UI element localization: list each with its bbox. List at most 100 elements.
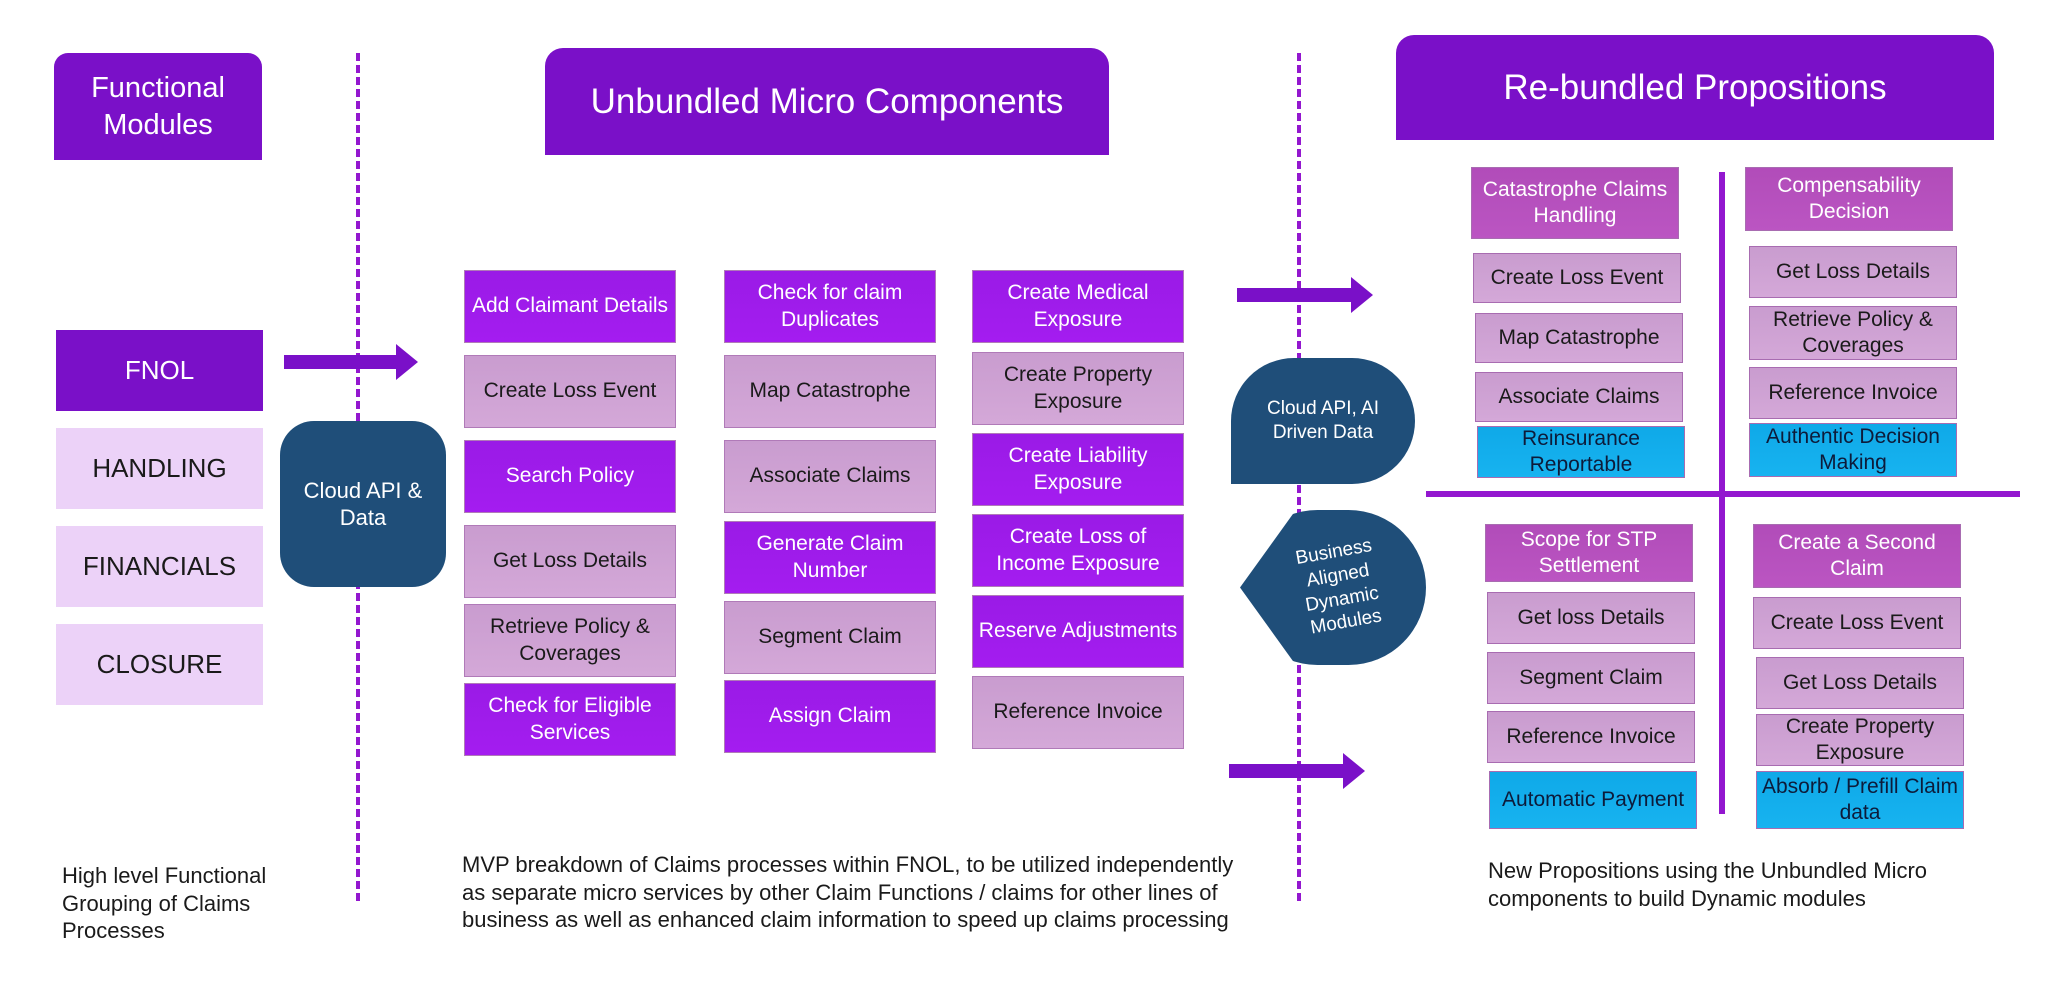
tile-label: Reference Invoice xyxy=(1768,380,1938,404)
tile-label: Authentic Decision Making xyxy=(1766,424,1940,474)
tile-label: Automatic Payment xyxy=(1501,787,1685,811)
module-financials[interactable]: FINANCIALS xyxy=(56,526,263,607)
prop-retrieve-policy-coverages[interactable]: Retrieve Policy & Coverages xyxy=(1749,306,1957,360)
tile-label: Reference Invoice xyxy=(993,700,1163,724)
prop-reinsurance-reportable[interactable]: Reinsurance Reportable xyxy=(1477,426,1685,478)
tile-label: Retrieve Policy & Coverages xyxy=(1773,307,1933,357)
arrow-right-icon xyxy=(1237,277,1373,313)
tile-search-policy[interactable]: Search Policy xyxy=(464,440,676,513)
left-note: High level Functional Grouping of Claims… xyxy=(62,862,302,945)
tile-label: Create Loss Event xyxy=(483,379,657,403)
cloud-ai-data-badge: Cloud API, AI Driven Data xyxy=(1231,358,1415,484)
tile-retrieve-policy-coverages[interactable]: Retrieve Policy & Coverages xyxy=(464,604,676,677)
tile-associate-claims[interactable]: Associate Claims xyxy=(724,440,936,513)
right-note-text: New Propositions using the Unbundled Mic… xyxy=(1488,858,1928,911)
tile-assign-claim[interactable]: Assign Claim xyxy=(724,680,936,753)
unbundled-header: Unbundled Micro Components xyxy=(545,48,1109,155)
tile-label: Check for Eligible Services xyxy=(488,694,652,744)
prop-associate-claims[interactable]: Associate Claims xyxy=(1475,372,1683,422)
tile-map-catastrophe[interactable]: Map Catastrophe xyxy=(724,355,936,428)
tile-reference-invoice[interactable]: Reference Invoice xyxy=(972,676,1184,749)
prop-create-loss-event[interactable]: Create Loss Event xyxy=(1473,253,1681,303)
tile-label: Reinsurance Reportable xyxy=(1522,426,1640,476)
module-label: CLOSURE xyxy=(96,649,223,680)
middle-note-text: MVP breakdown of Claims processes within… xyxy=(462,852,1234,932)
tile-label: Create Loss of Income Exposure xyxy=(996,525,1160,575)
tile-reserve-adjustments[interactable]: Reserve Adjustments xyxy=(972,595,1184,668)
tile-label: Reserve Adjustments xyxy=(978,619,1178,643)
business-modules-badge: Business Aligned Dynamic Modules xyxy=(1240,510,1426,665)
tile-label: Compensability Decision xyxy=(1777,173,1921,223)
prop-create-second-claim[interactable]: Create a Second Claim xyxy=(1753,524,1961,588)
tile-label: Scope for STP Settlement xyxy=(1520,527,1658,577)
module-handling[interactable]: HANDLING xyxy=(56,428,263,509)
tile-label: Create Liability Exposure xyxy=(1008,444,1148,494)
tile-create-property-exposure[interactable]: Create Property Exposure xyxy=(972,352,1184,425)
unbundled-header-text: Unbundled Micro Components xyxy=(590,81,1064,121)
tile-label: Reference Invoice xyxy=(1506,724,1676,748)
prop-catastrophe-claims-handling[interactable]: Catastrophe Claims Handling xyxy=(1471,167,1679,239)
prop-map-catastrophe[interactable]: Map Catastrophe xyxy=(1475,313,1683,363)
module-fnol[interactable]: FNOL xyxy=(56,330,263,411)
functional-modules-header: Functional Modules xyxy=(54,53,262,160)
tile-label: Get Loss Details xyxy=(1782,670,1938,694)
tile-check-eligible-services[interactable]: Check for Eligible Services xyxy=(464,683,676,756)
tile-label: Create a Second Claim xyxy=(1778,530,1936,580)
module-label: FINANCIALS xyxy=(82,551,237,582)
prop-reference-invoice[interactable]: Reference Invoice xyxy=(1749,367,1957,419)
tile-label: Map Catastrophe xyxy=(1498,325,1660,349)
business-modules-label: Business Aligned Dynamic Modules xyxy=(1293,535,1384,639)
prop-get-loss-details-lower[interactable]: Get loss Details xyxy=(1487,592,1695,644)
tile-generate-claim-number[interactable]: Generate Claim Number xyxy=(724,521,936,594)
tile-create-loss-income-exposure[interactable]: Create Loss of Income Exposure xyxy=(972,514,1184,587)
tile-label: Map Catastrophe xyxy=(749,379,911,403)
tile-create-liability-exposure[interactable]: Create Liability Exposure xyxy=(972,433,1184,506)
tile-label: Get Loss Details xyxy=(492,549,648,573)
prop-get-loss-details-q4[interactable]: Get Loss Details xyxy=(1756,657,1964,709)
prop-create-property-exposure[interactable]: Create Property Exposure xyxy=(1756,714,1964,766)
middle-note: MVP breakdown of Claims processes within… xyxy=(462,851,1262,934)
tile-check-claim-duplicates[interactable]: Check for claim Duplicates xyxy=(724,270,936,343)
tile-label: Associate Claims xyxy=(749,464,911,488)
module-closure[interactable]: CLOSURE xyxy=(56,624,263,705)
quadrant-divider-horizontal xyxy=(1426,491,2020,497)
arrow-right-icon xyxy=(1229,753,1365,789)
tile-label: Search Policy xyxy=(505,464,635,488)
tile-label: Associate Claims xyxy=(1498,384,1660,408)
tile-get-loss-details[interactable]: Get Loss Details xyxy=(464,525,676,598)
prop-authentic-decision-making[interactable]: Authentic Decision Making xyxy=(1749,423,1957,477)
cloud-api-label: Cloud API & Data xyxy=(303,477,423,531)
tile-add-claimant-details[interactable]: Add Claimant Details xyxy=(464,270,676,343)
tile-label: Create Medical Exposure xyxy=(1007,281,1149,331)
tile-label: Check for claim Duplicates xyxy=(757,281,903,331)
tile-label: Create Property Exposure xyxy=(1785,714,1935,764)
prop-compensability-decision[interactable]: Compensability Decision xyxy=(1745,167,1953,231)
tile-label: Segment Claim xyxy=(1519,665,1663,689)
tile-label: Absorb / Prefill Claim data xyxy=(1761,774,1959,824)
tile-segment-claim[interactable]: Segment Claim xyxy=(724,601,936,674)
prop-create-loss-event-lower[interactable]: Create Loss Event xyxy=(1753,597,1961,649)
tile-label: Add Claimant Details xyxy=(471,294,669,318)
tile-label: Get loss Details xyxy=(1517,605,1665,629)
tile-label: Create Property Exposure xyxy=(1003,363,1153,413)
tile-label: Generate Claim Number xyxy=(756,532,904,582)
tile-label: Get Loss Details xyxy=(1775,259,1931,283)
functional-modules-header-text: Functional Modules xyxy=(91,72,225,141)
prop-get-loss-details[interactable]: Get Loss Details xyxy=(1749,246,1957,298)
rebundled-header: Re-bundled Propositions xyxy=(1396,35,1994,140)
prop-absorb-prefill-claim-data[interactable]: Absorb / Prefill Claim data xyxy=(1756,771,1964,829)
prop-automatic-payment[interactable]: Automatic Payment xyxy=(1489,771,1697,829)
arrow-right-icon xyxy=(284,344,418,380)
cloud-api-data-badge: Cloud API & Data xyxy=(280,421,446,587)
cloud-ai-label: Cloud API, AI Driven Data xyxy=(1267,398,1379,443)
tile-create-loss-event[interactable]: Create Loss Event xyxy=(464,355,676,428)
module-label: HANDLING xyxy=(92,453,227,484)
prop-scope-stp-settlement[interactable]: Scope for STP Settlement xyxy=(1485,524,1693,582)
right-note: New Propositions using the Unbundled Mic… xyxy=(1488,857,1988,912)
tile-label: Create Loss Event xyxy=(1770,610,1944,634)
prop-reference-invoice-lower[interactable]: Reference Invoice xyxy=(1487,711,1695,763)
tile-label: Segment Claim xyxy=(758,625,902,649)
tile-create-medical-exposure[interactable]: Create Medical Exposure xyxy=(972,270,1184,343)
prop-segment-claim[interactable]: Segment Claim xyxy=(1487,652,1695,704)
tile-label: Catastrophe Claims Handling xyxy=(1482,177,1668,227)
